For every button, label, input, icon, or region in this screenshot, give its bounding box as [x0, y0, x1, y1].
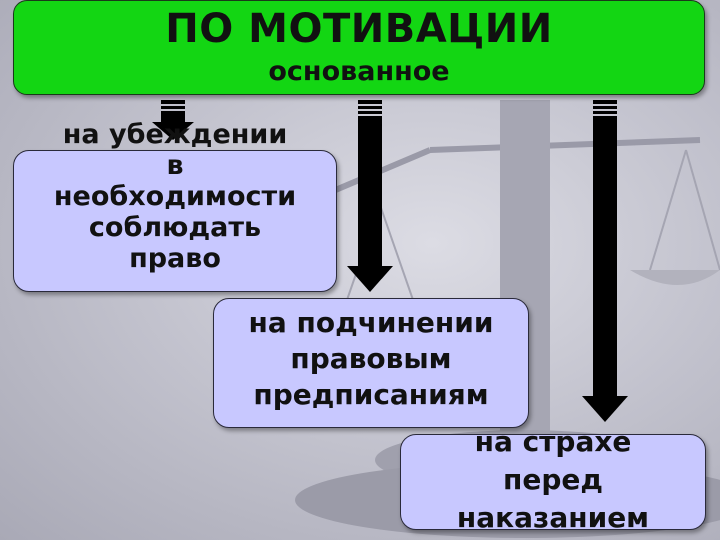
subordination-box [213, 298, 529, 428]
header-title: ПО МОТИВАЦИИ [165, 6, 553, 52]
arrow-down-icon [347, 100, 393, 292]
motivation-header: ПО МОТИВАЦИИ основанное [13, 0, 705, 95]
arrow-down-icon [582, 100, 628, 422]
arrow-down-icon [152, 100, 194, 140]
subordination-text: на подчинении правовым предписаниям [248, 306, 494, 411]
fear-box [400, 434, 706, 530]
fear-text: на страхе перед наказанием [456, 425, 650, 534]
conviction-box [13, 150, 337, 292]
header-subtitle: основанное [268, 56, 450, 87]
conviction-text: на убеждении в необходимости соблюдать п… [53, 119, 297, 274]
